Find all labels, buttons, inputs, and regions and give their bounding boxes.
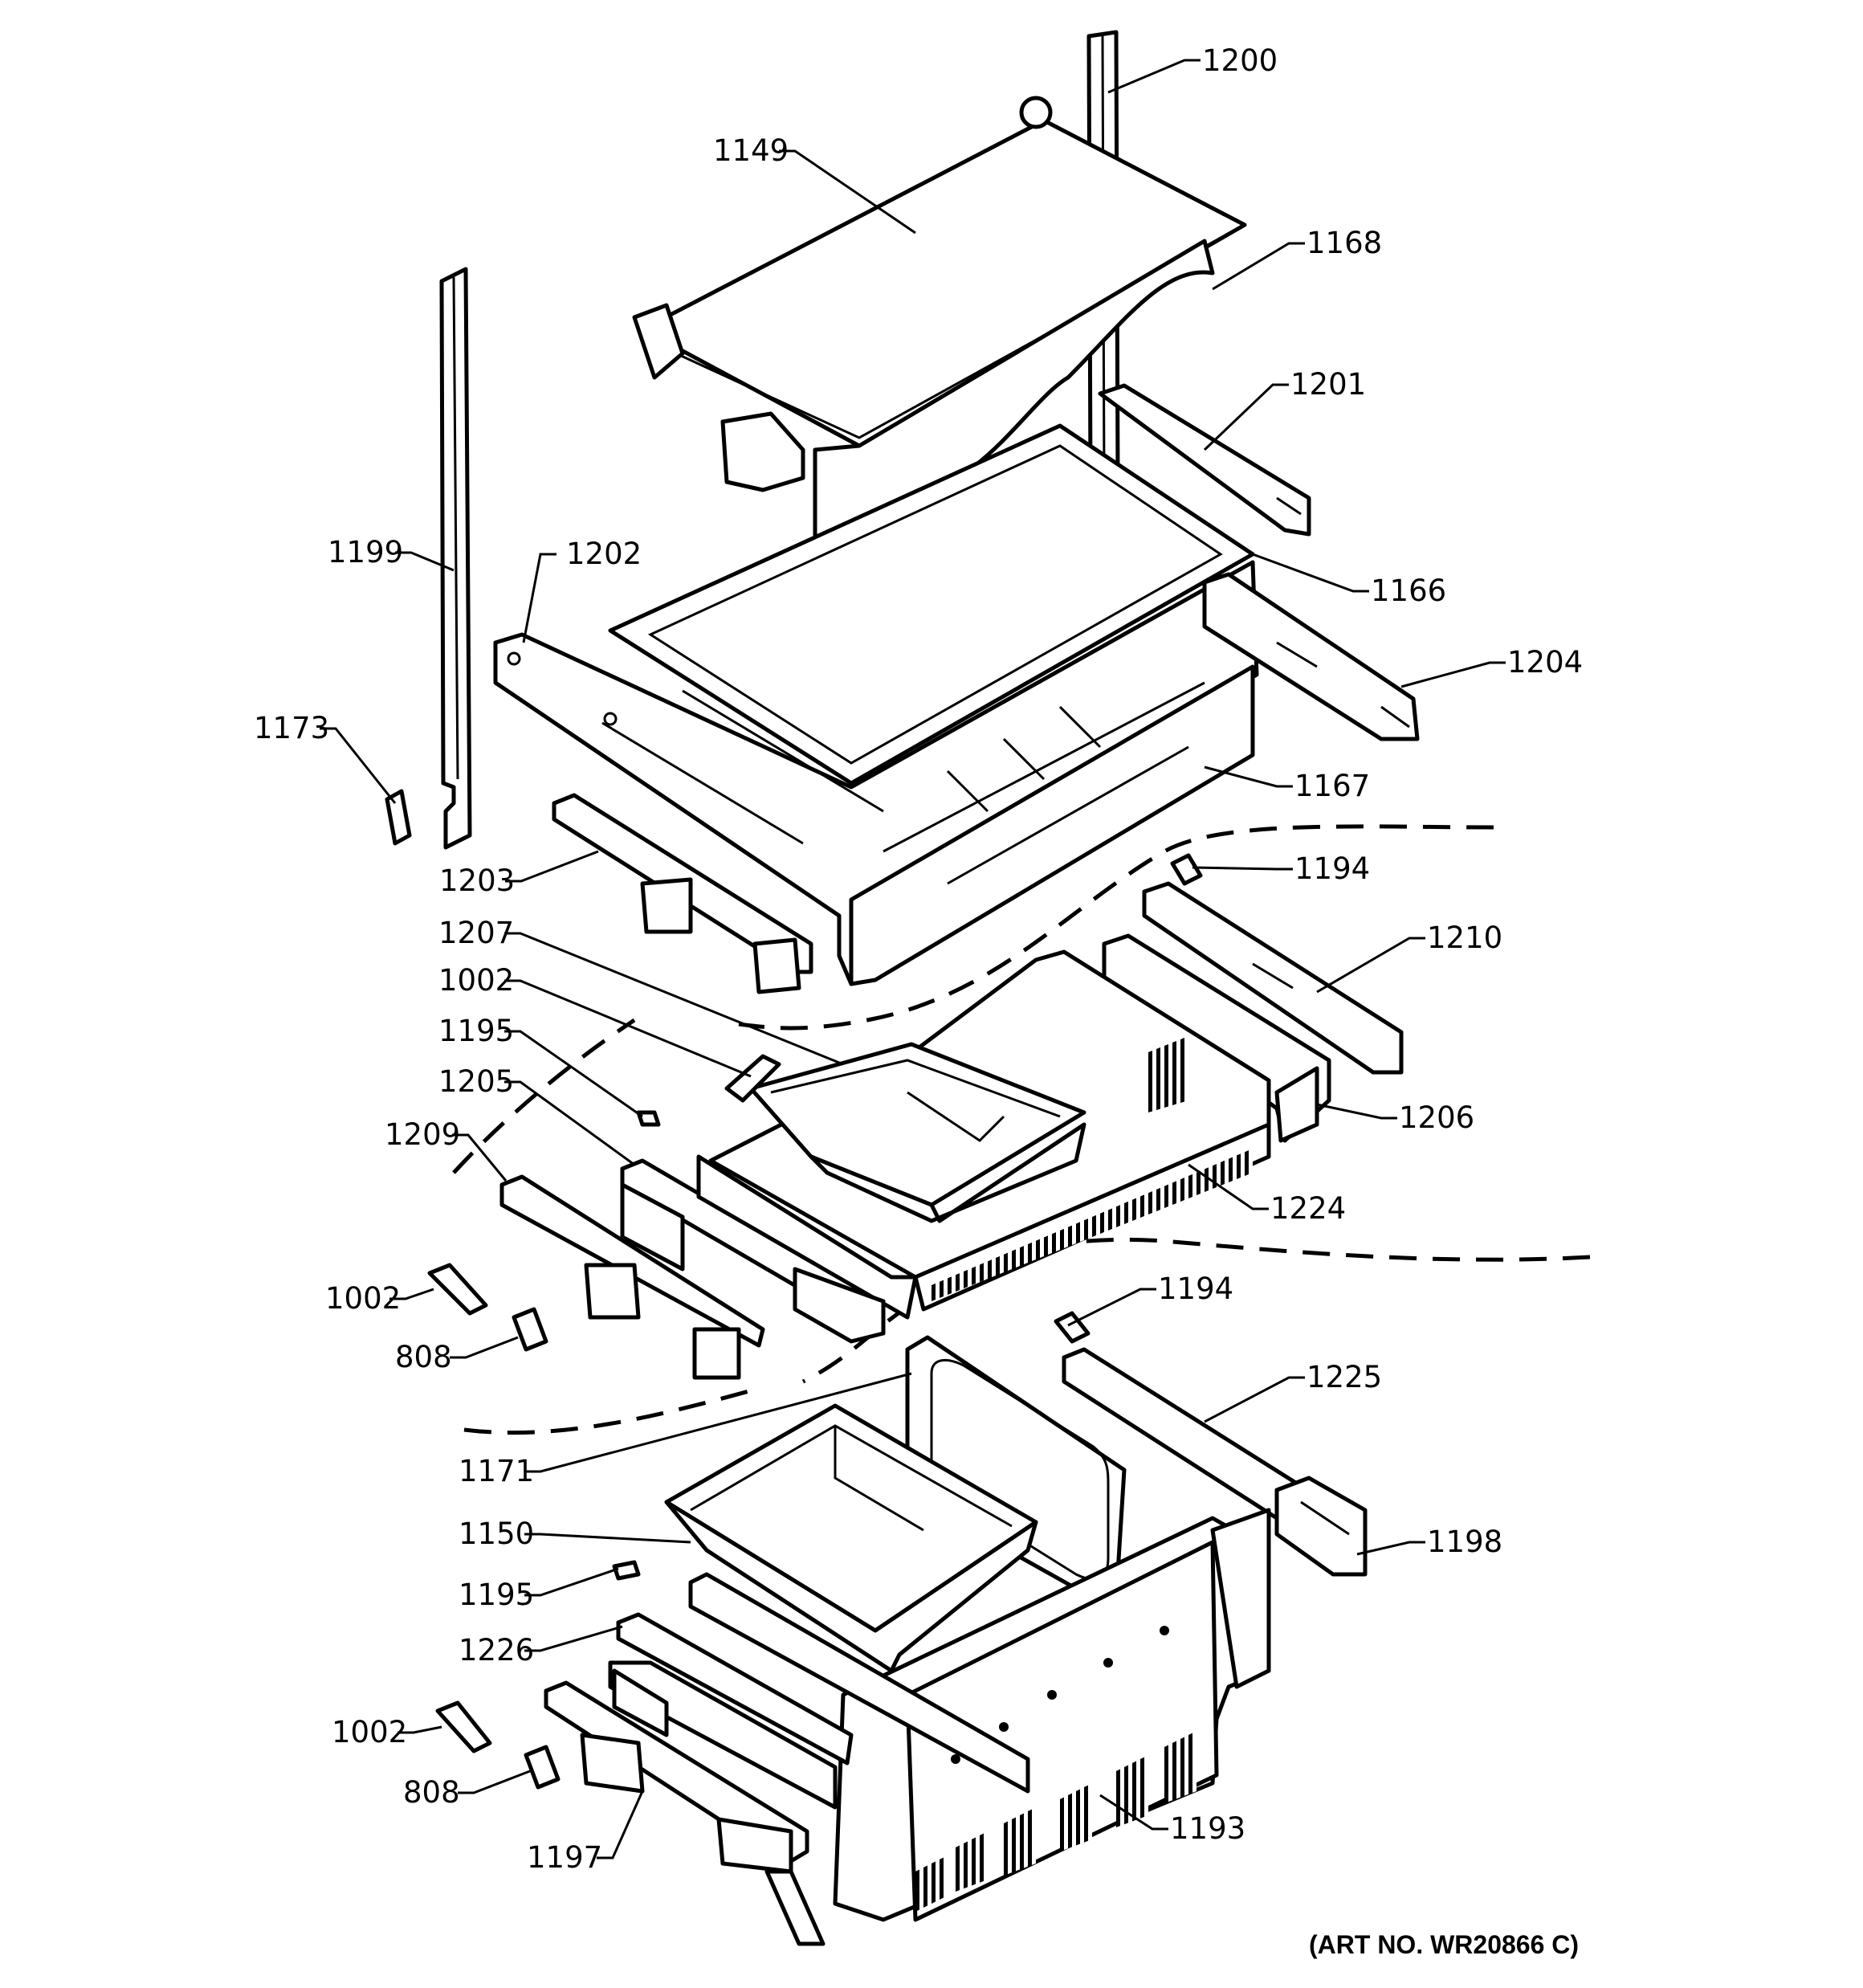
label-1173: 1173 <box>254 711 329 745</box>
label-1199: 1199 <box>328 535 403 569</box>
part-1201-top-slide <box>1098 383 1311 537</box>
part-1209-slide-rail <box>499 1174 765 1380</box>
part-labels: 1200 1149 1168 1201 1199 1202 1166 1204 … <box>254 43 1583 1875</box>
part-808-clip-middle <box>512 1307 548 1352</box>
part-1194-clip-upper <box>1170 853 1203 886</box>
label-1203: 1203 <box>439 863 515 898</box>
grouping-dashed-lines <box>452 824 1591 1435</box>
part-1173-clip <box>385 789 412 846</box>
label-1202: 1202 <box>566 537 642 571</box>
label-1171: 1171 <box>459 1454 534 1488</box>
label-1207: 1207 <box>438 916 514 950</box>
part-1193-lower-housing <box>833 1508 1271 1922</box>
label-1168: 1168 <box>1307 226 1382 260</box>
part-1195-clip-lower <box>612 1560 641 1581</box>
art-number: (ART NO. WR20866 C) <box>1309 1930 1579 1959</box>
label-808-lower: 808 <box>403 1775 460 1810</box>
part-1002-handle-middle <box>427 1263 488 1316</box>
label-1193: 1193 <box>1170 1811 1245 1846</box>
label-1204: 1204 <box>1507 645 1583 680</box>
label-1224: 1224 <box>1270 1191 1346 1226</box>
part-1203-left-slide <box>552 793 813 994</box>
part-1149-crisper-cover <box>632 96 1247 541</box>
label-1002-upper: 1002 <box>438 963 514 998</box>
label-1198: 1198 <box>1427 1525 1502 1559</box>
label-1149: 1149 <box>713 133 789 168</box>
label-1206: 1206 <box>1399 1100 1474 1135</box>
part-1002-handle-upper <box>724 1054 781 1103</box>
part-1202-1167-crisper-drawer <box>493 560 1259 986</box>
part-1150-lower-pan <box>664 1403 1038 1673</box>
part-1204-right-slide <box>1202 572 1420 741</box>
part-1205-front-frame <box>620 1154 918 1344</box>
part-808-clip-lower <box>524 1745 561 1790</box>
label-1200: 1200 <box>1202 43 1278 78</box>
part-1226-front-frame <box>608 1572 1030 1810</box>
label-1166: 1166 <box>1371 574 1446 608</box>
label-1002-lower: 1002 <box>332 1715 407 1749</box>
label-1209: 1209 <box>385 1117 460 1152</box>
label-1210: 1210 <box>1427 921 1502 955</box>
part-1210-slide-rail <box>1142 881 1404 1075</box>
label-1167: 1167 <box>1294 769 1370 803</box>
label-1194-lower: 1194 <box>1158 1272 1233 1306</box>
part-1194-clip-lower <box>1054 1311 1090 1344</box>
label-1195-lower: 1195 <box>459 1578 534 1612</box>
label-1226: 1226 <box>459 1633 534 1668</box>
label-808-middle: 808 <box>395 1340 452 1374</box>
label-1201: 1201 <box>1290 367 1366 402</box>
part-1207-meat-pan <box>748 1042 1086 1223</box>
part-1002-handle-lower <box>435 1700 492 1753</box>
label-1195-upper: 1195 <box>438 1014 514 1048</box>
label-1002-middle: 1002 <box>325 1281 401 1316</box>
label-1205: 1205 <box>438 1064 514 1099</box>
label-1150: 1150 <box>459 1517 534 1551</box>
part-1199-left-rail <box>439 267 472 850</box>
leader-lines <box>320 59 1506 1859</box>
part-1198-slide-rail <box>1274 1476 1368 1577</box>
label-1225: 1225 <box>1307 1360 1382 1394</box>
label-1197: 1197 <box>527 1840 602 1875</box>
label-1194-upper: 1194 <box>1294 851 1370 886</box>
part-1195-clip-upper <box>636 1110 661 1127</box>
